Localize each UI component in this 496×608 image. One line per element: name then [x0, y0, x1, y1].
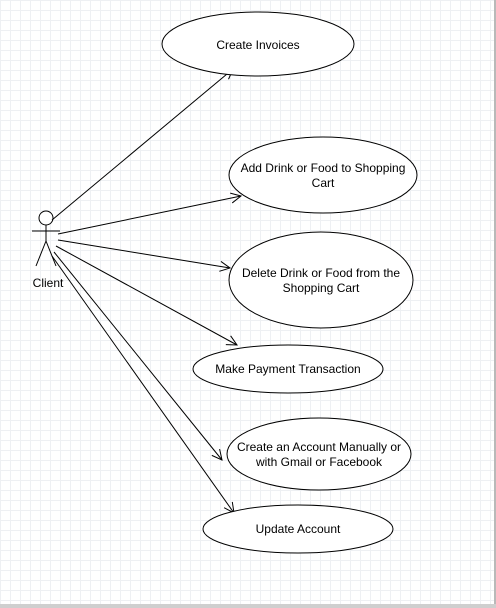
- association-add-to-cart: [57, 196, 241, 235]
- client-actor[interactable]: [32, 210, 60, 267]
- use-case-add-to-cart[interactable]: [228, 136, 418, 214]
- use-case-create-account[interactable]: [226, 417, 412, 491]
- actor-left-leg: [35, 240, 47, 267]
- association-create-invoices: [51, 69, 233, 221]
- association-create-account: [53, 251, 222, 460]
- page-border-right: [494, 0, 496, 608]
- association-update-account: [51, 255, 234, 513]
- actor-name-label: Client: [32, 276, 64, 290]
- use-case-make-payment[interactable]: [192, 344, 384, 394]
- actor-head: [38, 210, 54, 226]
- page-border-bottom: [0, 604, 496, 608]
- association-delete-from-cart: [57, 239, 230, 268]
- association-make-payment: [55, 245, 237, 345]
- use-case-update-account[interactable]: [202, 504, 394, 554]
- actor-right-leg: [45, 240, 57, 267]
- use-case-delete-from-cart[interactable]: [228, 231, 414, 329]
- use-case-create-invoices[interactable]: [161, 11, 355, 77]
